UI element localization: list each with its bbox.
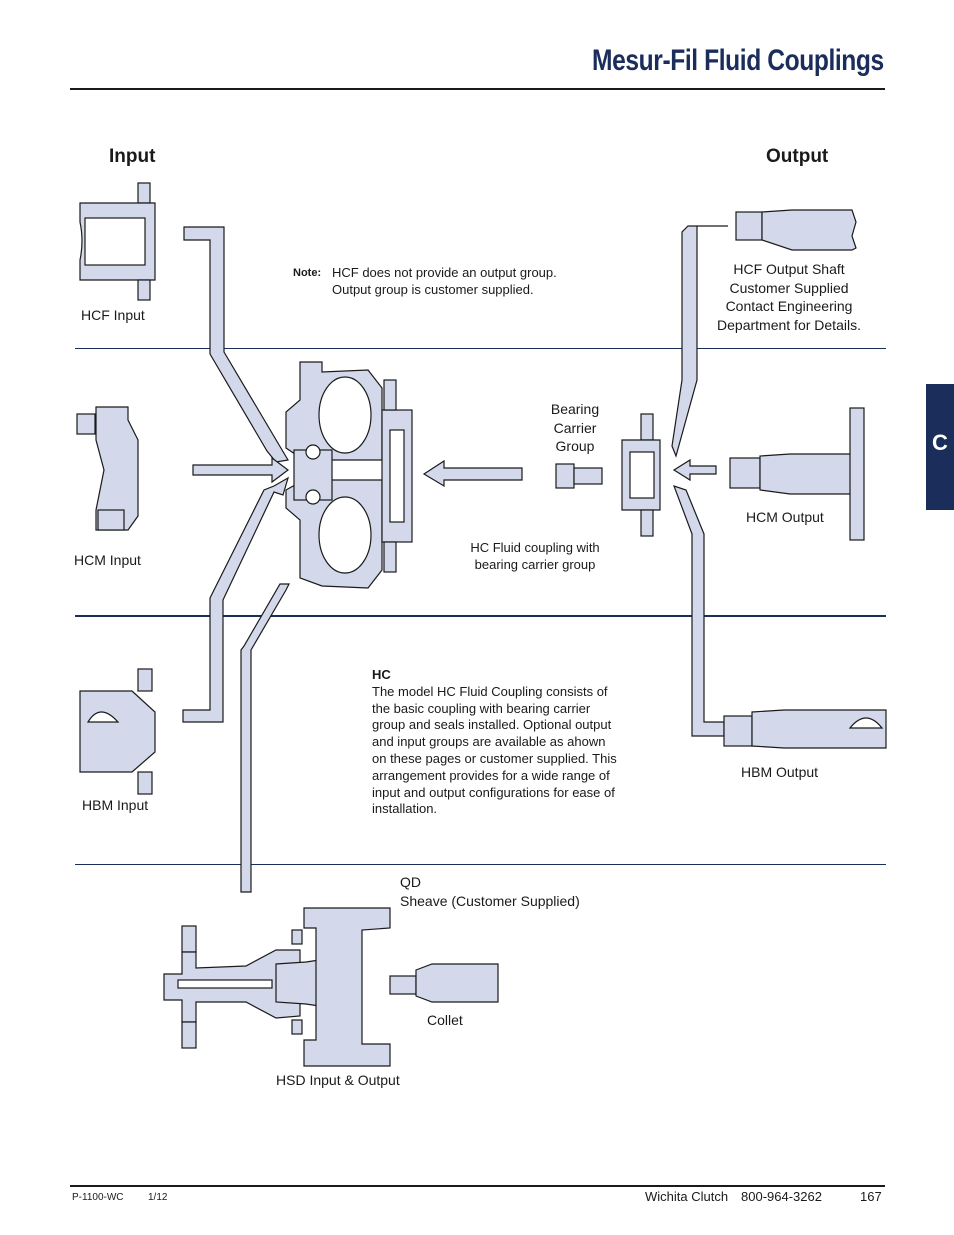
bearing-carrier-drawing [555,463,603,489]
hbm-output-drawing [723,709,887,749]
footer-phone: 800-964-3262 [741,1189,822,1204]
hc-description-line: group and seals installed. Optional outp… [372,717,612,733]
page-title: Mesur-Fil Fluid Couplings [592,44,884,77]
hc-caption-line-2: bearing carrier group [474,557,596,572]
hc-description-line: arrangement provides for a wide range of [372,767,610,783]
hc-description-line: input and output configurations for ease… [372,784,615,800]
hcm-input-drawing [76,406,139,531]
hsd-drawing [163,907,499,1067]
hc-description-line: The model HC Fluid Coupling consists of [372,683,608,699]
bearing-line-2: Carrier [553,419,597,436]
footer-date: 1/12 [148,1192,168,1203]
hcf-output-line-1: HCF Output Shaft [733,261,845,277]
footer-doc-code: P-1100-WC [72,1192,124,1203]
footer-rule [70,1185,885,1187]
hcf-output-line-2: Customer Supplied [729,279,849,296]
hcf-output-label: HCF Output Shaft Customer Supplied Conta… [704,260,874,334]
hcf-input-drawing [79,182,156,301]
hsd-label: HSD Input & Output [276,1072,400,1088]
divider-2 [75,615,886,617]
qd-label: QD [400,874,421,890]
divider-3 [75,864,886,865]
footer-company: Wichita Clutch [645,1189,729,1204]
hbm-output-label: HBM Output [741,764,819,780]
hc-description-line: and input groups are available as ahown [372,734,606,750]
hcm-output-label: HCM Output [746,509,824,525]
bearing-line-3: Group [555,438,595,454]
hc-description-heading: HC [372,667,391,682]
hcf-output-drawing [735,209,857,251]
collet-label: Collet [427,1012,463,1028]
bearing-carrier-label: Bearing Carrier Group [535,400,615,456]
hc-caption-line-1: HC Fluid coupling with [470,540,600,555]
note-line-1: HCF does not provide an output group. [332,265,557,280]
hcf-input-label: HCF Input [81,307,145,323]
output-assembly-drawing [621,413,661,537]
sheave-label: Sheave (Customer Supplied) [400,893,580,909]
output-heading: Output [766,146,829,167]
output-arrows [671,225,728,737]
input-heading: Input [109,146,156,167]
hc-description: HC The model HC Fluid Coupling consists … [372,667,662,818]
hcm-input-label: HCM Input [74,552,141,568]
hcf-output-line-4: Department for Details. [717,316,861,333]
hc-caption: HC Fluid coupling with bearing carrier g… [455,539,615,573]
hc-description-line: on these pages or customer supplied. Thi… [372,750,617,766]
hc-description-line: installation. [372,801,438,817]
hc-coupling-drawing [285,361,413,589]
note-key: Note: [293,267,322,279]
input-arrows [182,226,290,893]
divider-1 [75,348,886,349]
title-rule [70,88,885,90]
hcm-output-drawing [729,407,865,541]
section-tab-letter: C [932,430,948,455]
hcf-output-line-3: Contact Engineering [725,298,853,314]
hbm-input-label: HBM Input [82,797,149,813]
section-tab: C [926,384,954,510]
hbm-input-drawing [79,668,156,795]
carrier-arrow [422,459,523,488]
note-line-2: Output group is customer supplied. [332,282,534,297]
hc-description-line: the basic coupling with bearing carrier [372,700,591,716]
footer-page-number: 167 [860,1189,882,1204]
bearing-line-1: Bearing [550,401,600,417]
